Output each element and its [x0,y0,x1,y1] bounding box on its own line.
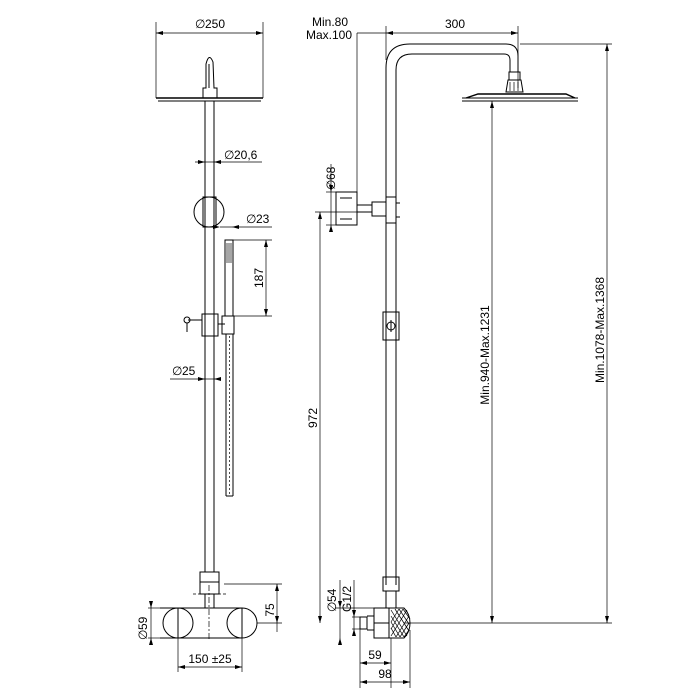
head-height-dimension: Min.940-Max.1231 [478,101,494,623]
slider-diameter-dimension: ∅ 25 [170,364,221,381]
side-shower-head [462,93,578,102]
side-wall-bracket [335,191,400,226]
wall-distance-max-label: Max.100 [306,28,352,42]
pipe-diameter-label: 20,6 [234,148,258,162]
mixer-height-dimension: 75 [224,583,282,632]
head-diameter-dimension: ∅ 250 [155,17,264,98]
handshower-length-dimension: 187 [225,239,272,317]
diverter [193,571,226,608]
handshower-diameter-dimension: ∅ 23 [213,212,272,229]
handshower [224,239,234,317]
mixer-end-diameter-label: 59 [136,616,150,630]
offset-inner-dimension: 59 [359,629,392,688]
head-diameter-label: 250 [205,17,225,31]
shower-arm [385,43,519,585]
diameter-symbol: ∅ [136,630,150,640]
bracket-diameter-dimension: ∅ 68 [324,164,340,232]
diameter-symbol: ∅ [324,180,338,190]
arm-length-dimension: 300 [357,17,519,88]
arm-length-label: 300 [445,17,465,31]
side-lower-connector [382,576,400,608]
thread-label: G1/2 [340,586,354,612]
connector-diameter-dimension: ∅ 54 [325,580,374,645]
pipe-diameter-dimension: ∅ 20,6 [195,148,262,164]
overall-height-label: Min.1078-Max.1368 [593,277,607,383]
side-view: Min.80 Max.100 300 [306,15,612,688]
total-height-dimension: 972 [306,211,372,623]
diameter-symbol: ∅ [195,17,205,31]
wall-bracket [193,196,225,228]
thread-dimension: G1/2 [340,580,360,636]
mixer-height-label: 75 [263,603,277,617]
handshower-diameter-label: 23 [256,212,270,226]
wall-distance-min-label: Min.80 [312,15,348,29]
mixer-width-dimension: 150 ±25 [177,630,243,672]
shower-head [156,57,263,102]
connector-diameter-label: 54 [325,588,339,602]
total-height-label: 972 [306,408,320,428]
diameter-symbol: ∅ [172,364,182,378]
offset-outer-label: 98 [378,667,392,681]
bracket-diameter-label: 68 [324,166,338,180]
mixer-end-diameter-dimension: ∅ 59 [136,601,162,645]
offset-inner-label: 59 [368,648,382,662]
offset-outer-dimension: 98 [359,630,411,688]
front-view: ∅ 250 ∅ 20,6 [136,17,282,672]
overall-height-dimension: Min.1078-Max.1368 [404,43,612,624]
slider-diameter-label: 25 [182,364,196,378]
diameter-symbol: ∅ [246,212,256,226]
side-mixer-knurl [390,608,411,638]
side-head-connector [505,71,524,93]
diameter-symbol: ∅ [224,148,234,162]
side-slider [382,311,400,341]
hose [225,334,234,497]
mixer-width-label: 150 ±25 [188,652,232,666]
handshower-length-label: 187 [252,268,266,288]
diameter-symbol: ∅ [325,602,339,612]
thermostatic-mixer [160,607,258,639]
head-height-label: Min.940-Max.1231 [478,305,492,405]
slider [183,313,235,337]
